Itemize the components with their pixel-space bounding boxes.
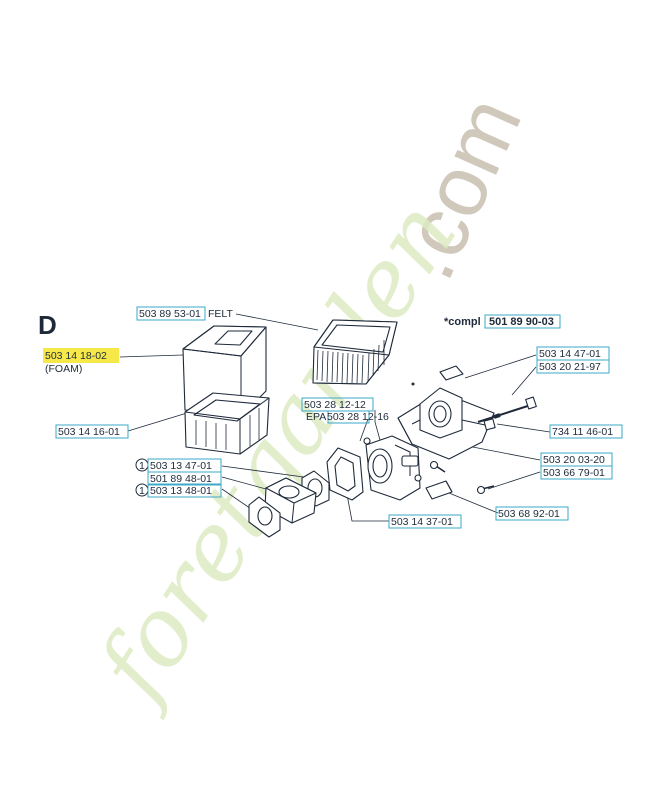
felt-filter [312, 319, 398, 385]
part-503-68-92-01: 503 68 92-01 [498, 508, 560, 520]
label-503-20-03-20: 503 20 03-20 [540, 452, 613, 467]
label-503-13-47-01: 1 503 13 47-01 [135, 458, 222, 473]
part-503-13-48-01: 503 13 48-01 [150, 485, 212, 497]
label-foam: 503 14 18-02 (FOAM) [43, 348, 119, 375]
foam-filter [182, 325, 267, 417]
intake-manifold [397, 387, 495, 460]
label-501-89-48-01: 501 89 48-01 [147, 471, 222, 486]
foam-highlight [43, 348, 119, 363]
label-felt: 503 89 53-01 FELT [136, 306, 233, 321]
label-503-14-47-01: 503 14 47-01 [536, 346, 610, 361]
dot-marker [411, 382, 415, 386]
screw-503-20-03-20 [429, 460, 446, 473]
part-503-66-79-01: 503 66 79-01 [543, 467, 605, 479]
section-letter: D [38, 310, 57, 340]
part-503-28-12-12: 503 28 12-12 [304, 399, 366, 411]
label-503-20-21-97: 503 20 21-97 [536, 359, 610, 374]
nut-part [483, 418, 496, 431]
part-503-20-21-97: 503 20 21-97 [539, 361, 601, 373]
screw-503-66-79-01 [476, 485, 495, 495]
label-503-14-16-01: 503 14 16-01 [55, 424, 129, 439]
felt-number: 503 89 53-01 [139, 308, 201, 320]
clip-part [439, 365, 464, 381]
part-734-11-46-01: 734 11 46-01 [552, 426, 613, 438]
intake-gasket [326, 447, 364, 501]
foam-word: (FOAM) [45, 363, 82, 375]
part-503-20-03-20: 503 20 03-20 [543, 454, 605, 466]
part-501-89-48-01: 501 89 48-01 [150, 473, 212, 485]
compl-label: *compl [444, 316, 481, 328]
label-503-68-92-01: 503 68 92-01 [495, 506, 569, 521]
foam-number: 503 14 18-02 [45, 350, 107, 362]
label-epa: EPA 503 28 12-16 [306, 410, 389, 424]
label-503-66-79-01: 503 66 79-01 [540, 465, 613, 480]
long-bolt [477, 396, 537, 423]
part-503-14-37-01: 503 14 37-01 [391, 516, 453, 528]
label-734-11-46-01: 734 11 46-01 [549, 424, 623, 439]
carburetor [363, 435, 422, 501]
gasket-503-13-48 [248, 496, 281, 538]
qty-503-13-47: 1 [139, 460, 145, 472]
felt-word: FELT [208, 308, 233, 320]
compl-number-box [484, 314, 561, 329]
label-503-28-12-12: 503 28 12-12 [301, 397, 374, 412]
label-503-14-37-01: 503 14 37-01 [388, 514, 462, 529]
compl-number: 501 89 90-03 [489, 316, 554, 328]
label-503-13-48-01: 1 503 13 48-01 [135, 483, 222, 498]
adapter-part [425, 480, 453, 500]
part-503-14-16-01: 503 14 16-01 [58, 426, 120, 438]
part-503-13-47-01: 503 13 47-01 [150, 460, 212, 472]
epa-prefix: EPA [306, 411, 326, 423]
part-503-14-47-01: 503 14 47-01 [539, 348, 601, 360]
filter-base [184, 392, 270, 455]
epa-number: 503 28 12-16 [327, 411, 389, 423]
qty-503-13-48: 1 [139, 485, 145, 497]
